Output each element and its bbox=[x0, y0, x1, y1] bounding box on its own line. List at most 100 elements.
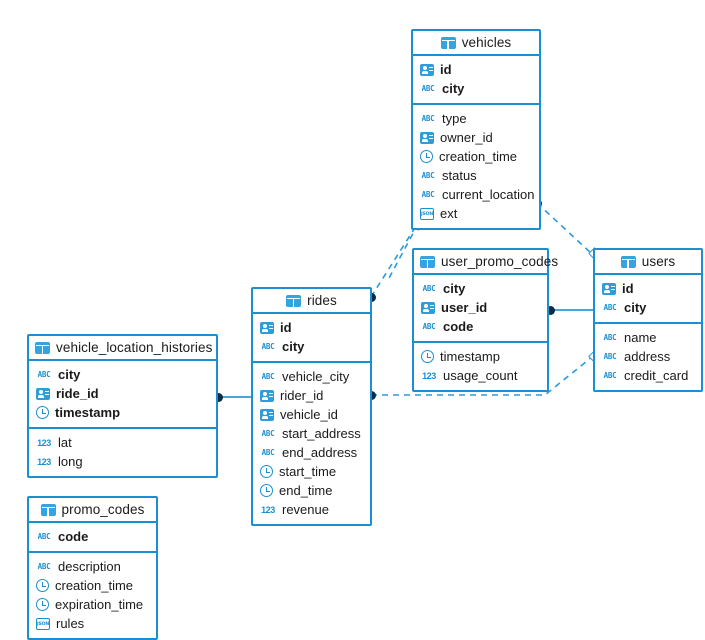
field-row[interactable]: vehicle_id bbox=[253, 405, 370, 424]
field-row[interactable]: ABC type bbox=[413, 109, 539, 128]
field-row[interactable]: owner_id bbox=[413, 128, 539, 147]
abc-string-icon: ABC bbox=[261, 447, 275, 457]
field-name: description bbox=[58, 559, 121, 574]
field-row[interactable]: creation_time bbox=[413, 147, 539, 166]
field-row[interactable]: ABC city bbox=[29, 365, 216, 384]
id-key-icon bbox=[260, 389, 274, 402]
field-row[interactable]: ABC end_address bbox=[253, 443, 370, 462]
table-name: promo_codes bbox=[61, 502, 145, 517]
field-row[interactable]: ABC current_location bbox=[413, 185, 539, 204]
abc-string-icon: ABC bbox=[37, 531, 51, 541]
field-row[interactable]: JSON rules bbox=[29, 614, 156, 633]
fields-section: ABC type owner_id creation_time ABC stat… bbox=[413, 105, 539, 228]
abc-string-icon: ABC bbox=[603, 370, 617, 380]
field-row[interactable]: ABC description bbox=[29, 557, 156, 576]
field-name: revenue bbox=[282, 502, 329, 517]
table-icon bbox=[286, 294, 302, 307]
fields-section: ABC vehicle_city rider_id vehicle_id ABC… bbox=[253, 363, 370, 524]
field-row[interactable]: ABC credit_card bbox=[595, 366, 701, 385]
field-row[interactable]: JSON ext bbox=[413, 204, 539, 223]
primary-key-section: ABC city ride_id timestamp bbox=[29, 361, 216, 429]
edge-vehicles-users bbox=[536, 202, 593, 255]
abc-string-icon: ABC bbox=[421, 113, 435, 123]
field-name: rules bbox=[56, 616, 85, 631]
field-name: city bbox=[282, 339, 305, 354]
field-row[interactable]: ABC city bbox=[595, 298, 701, 317]
table-rides[interactable]: rides id ABC city ABC vehicle_city rider… bbox=[251, 287, 372, 526]
field-name: city bbox=[58, 367, 81, 382]
field-row[interactable]: ABC name bbox=[595, 328, 701, 347]
field-row[interactable]: user_id bbox=[414, 298, 547, 317]
table-user-promo-codes[interactable]: user_promo_codes ABC city user_id ABC co… bbox=[412, 248, 558, 392]
field-row[interactable]: ABC vehicle_city bbox=[253, 367, 370, 386]
field-name: usage_count bbox=[443, 368, 518, 383]
field-row[interactable]: ride_id bbox=[29, 384, 216, 403]
table-header: user_promo_codes bbox=[414, 250, 558, 275]
clock-icon bbox=[260, 465, 273, 478]
table-header: vehicle_location_histories bbox=[29, 336, 216, 361]
field-row[interactable]: timestamp bbox=[414, 347, 547, 366]
id-key-icon bbox=[420, 63, 434, 76]
table-icon bbox=[40, 503, 56, 516]
field-row[interactable]: expiration_time bbox=[29, 595, 156, 614]
abc-string-icon: ABC bbox=[261, 428, 275, 438]
json-icon: JSON bbox=[420, 207, 434, 220]
numeric-icon: 123 bbox=[37, 437, 51, 448]
field-row[interactable]: ABC city bbox=[413, 79, 539, 98]
field-row[interactable]: id bbox=[253, 318, 370, 337]
field-row[interactable]: ABC code bbox=[29, 527, 156, 546]
abc-string-icon: ABC bbox=[421, 83, 435, 93]
field-name: vehicle_id bbox=[280, 407, 338, 422]
table-name: vehicles bbox=[461, 35, 512, 50]
field-row[interactable]: timestamp bbox=[29, 403, 216, 422]
field-row[interactable]: ABC address bbox=[595, 347, 701, 366]
fields-section: ABC name ABC address ABC credit_card bbox=[595, 324, 701, 390]
field-row[interactable]: id bbox=[595, 279, 701, 298]
field-name: rider_id bbox=[280, 388, 324, 403]
abc-string-icon: ABC bbox=[422, 283, 436, 293]
field-name: city bbox=[442, 81, 465, 96]
table-icon bbox=[420, 255, 435, 268]
abc-string-icon: ABC bbox=[261, 371, 275, 381]
table-promo-codes[interactable]: promo_codes ABC code ABC description cre… bbox=[27, 496, 158, 640]
table-vehicles[interactable]: vehicles id ABC city ABC type owner_id bbox=[411, 29, 541, 230]
field-name: city bbox=[624, 300, 647, 315]
field-row[interactable]: end_time bbox=[253, 481, 370, 500]
field-name: credit_card bbox=[624, 368, 689, 383]
json-icon: JSON bbox=[36, 617, 50, 630]
field-name: ext bbox=[440, 206, 458, 221]
field-row[interactable]: ABC city bbox=[414, 279, 547, 298]
table-header: rides bbox=[253, 289, 370, 314]
field-row[interactable]: ABC status bbox=[413, 166, 539, 185]
clock-icon bbox=[36, 579, 49, 592]
field-name: id bbox=[440, 62, 452, 77]
field-name: timestamp bbox=[55, 405, 121, 420]
field-row[interactable]: 123 revenue bbox=[253, 500, 370, 519]
fields-section: ABC description creation_time expiration… bbox=[29, 553, 156, 638]
field-row[interactable]: 123 lat bbox=[29, 433, 216, 452]
field-row[interactable]: ABC start_address bbox=[253, 424, 370, 443]
primary-key-section: ABC code bbox=[29, 523, 156, 553]
field-name: id bbox=[280, 320, 292, 335]
field-row[interactable]: ABC code bbox=[414, 317, 547, 336]
field-row[interactable]: 123 long bbox=[29, 452, 216, 471]
field-name: city bbox=[443, 281, 466, 296]
field-row[interactable]: start_time bbox=[253, 462, 370, 481]
field-name: timestamp bbox=[440, 349, 500, 364]
field-name: address bbox=[624, 349, 671, 364]
field-name: start_time bbox=[279, 464, 337, 479]
field-row[interactable]: creation_time bbox=[29, 576, 156, 595]
field-row[interactable]: rider_id bbox=[253, 386, 370, 405]
table-header: vehicles bbox=[413, 31, 539, 56]
table-users[interactable]: users id ABC city ABC name ABC address A… bbox=[593, 248, 703, 392]
field-name: ride_id bbox=[56, 386, 99, 401]
field-row[interactable]: ABC city bbox=[253, 337, 370, 356]
id-key-icon bbox=[36, 387, 50, 400]
primary-key-section: ABC city user_id ABC code bbox=[414, 275, 547, 343]
table-vehicle-location-histories[interactable]: vehicle_location_histories ABC city ride… bbox=[27, 334, 218, 478]
id-key-icon bbox=[260, 408, 274, 421]
field-name: vehicle_city bbox=[282, 369, 350, 384]
field-row[interactable]: 123 usage_count bbox=[414, 366, 547, 385]
id-key-icon bbox=[602, 282, 616, 295]
field-row[interactable]: id bbox=[413, 60, 539, 79]
